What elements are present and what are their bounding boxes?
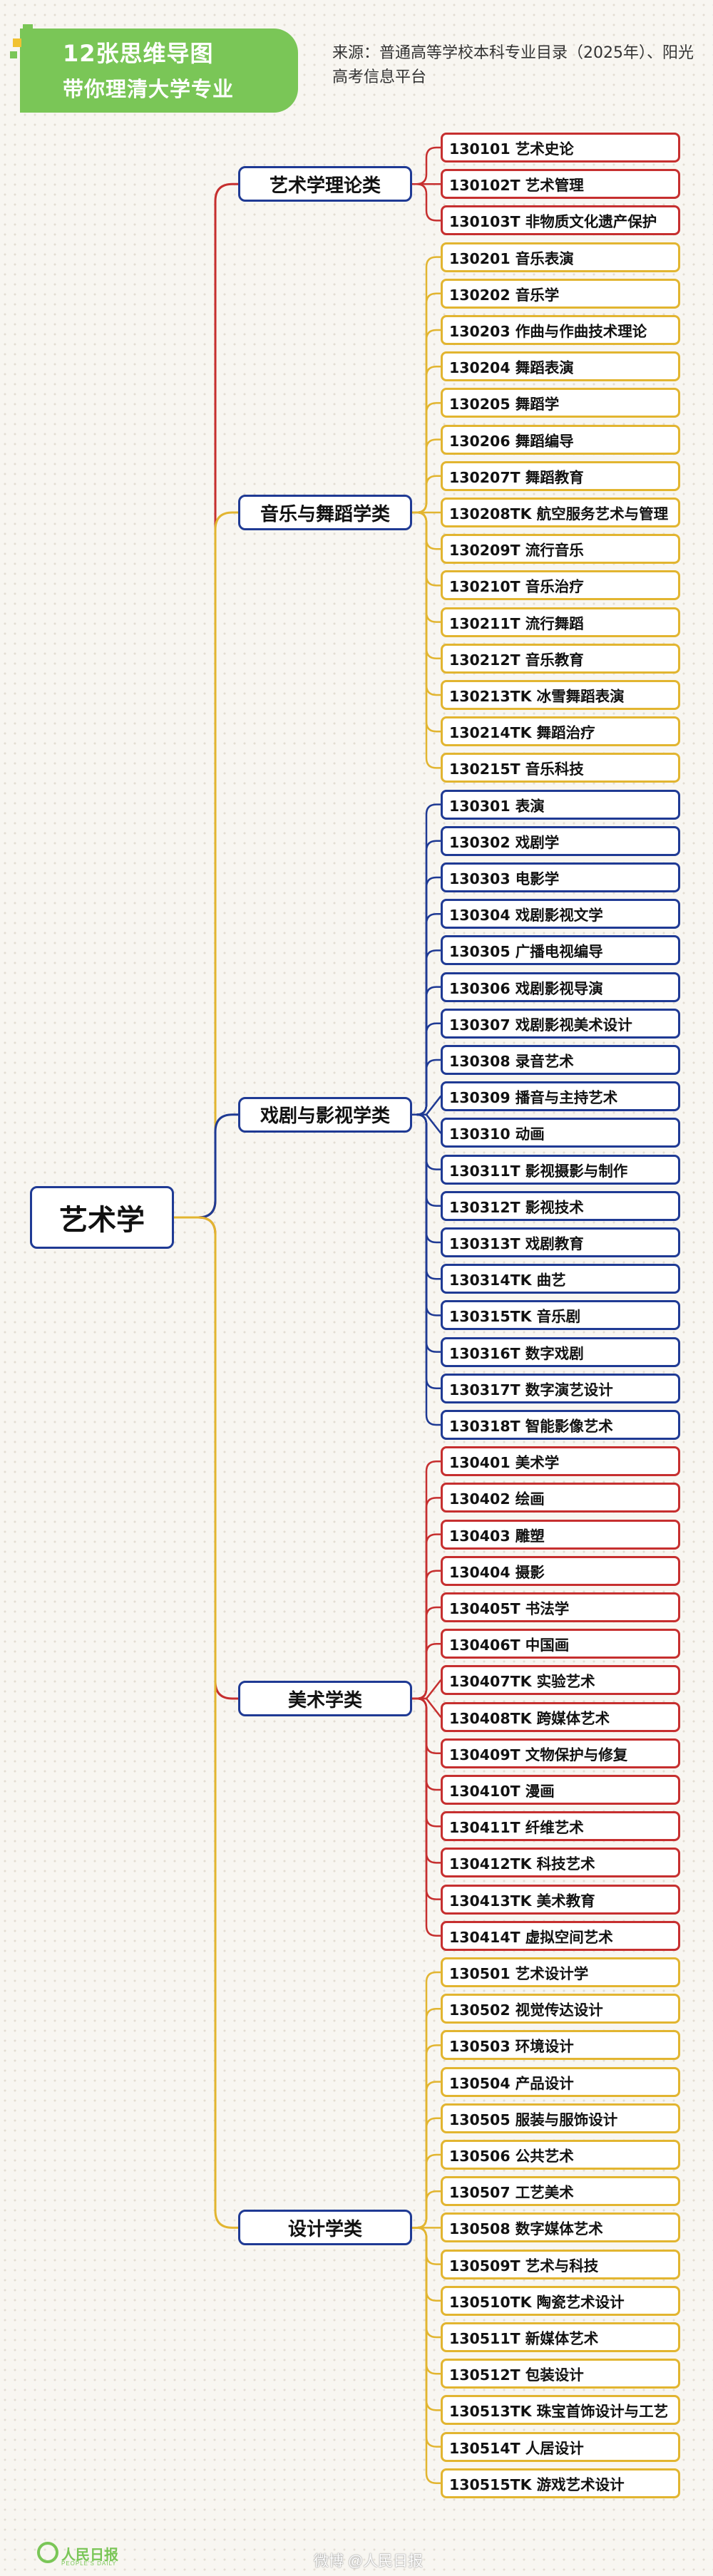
leaf-branch-line: [411, 1642, 442, 1700]
major-node: 130303 电影学: [441, 862, 680, 892]
major-node: 130411T 纤维艺术: [441, 1811, 680, 1842]
root-branch-line: [173, 182, 240, 1219]
leaf-branch-line: [411, 1113, 442, 1426]
major-node: 130413TK 美术教育: [441, 1884, 680, 1915]
major-node: 130414T 虚拟空间艺术: [441, 1920, 680, 1951]
root-branch-line: [173, 1113, 240, 1219]
major-node: 130403 雕塑: [441, 1519, 680, 1550]
category-node: 艺术学理论类: [238, 166, 412, 202]
major-node: 130311T 影视摄影与制作: [441, 1154, 680, 1185]
major-node: 130310 动画: [441, 1118, 680, 1148]
major-node: 130507 工艺美术: [441, 2176, 680, 2207]
major-node: 130103T 非物质文化遗产保护: [441, 205, 680, 236]
major-node: 130304 戏剧影视文学: [441, 899, 680, 929]
major-node: 130408TK 跨媒体艺术: [441, 1701, 680, 1732]
major-node: 130406T 中国画: [441, 1629, 680, 1659]
major-node: 130206 舞蹈编导: [441, 424, 680, 455]
major-node: 130412TK 科技艺术: [441, 1848, 680, 1878]
major-node: 130207T 舞蹈教育: [441, 460, 680, 491]
major-node: 130407TK 实验艺术: [441, 1665, 680, 1696]
major-node: 130201 音乐表演: [441, 242, 680, 272]
major-node: 130309 播音与主持艺术: [441, 1081, 680, 1112]
title-line1: 12张思维导图: [63, 40, 214, 67]
major-node: 130506 公共艺术: [441, 2140, 680, 2170]
logo-text: 人民日报: [61, 2547, 118, 2563]
title-line2: 带你理清大学专业: [63, 77, 235, 101]
major-node: 130102T 艺术管理: [441, 169, 680, 200]
major-node: 130315TK 音乐剧: [441, 1300, 680, 1331]
leaf-branch-line: [411, 1697, 442, 1937]
title-banner: 12张思维导图 带你理清大学专业: [10, 24, 298, 113]
major-node: 130307 戏剧影视美术设计: [441, 1008, 680, 1039]
source-note: 来源：普通高等学校本科专业目录（2025年）、阳光高考信息平台: [332, 44, 694, 86]
major-node: 130511T 新媒体艺术: [441, 2322, 680, 2352]
major-node: 130515TK 游戏艺术设计: [441, 2468, 680, 2498]
major-node: 130505 服装与服饰设计: [441, 2103, 680, 2133]
major-node: 130306 戏剧影视导演: [441, 972, 680, 1002]
category-node: 设计学类: [238, 2210, 412, 2246]
leaf-branch-line: [411, 2227, 442, 2485]
major-node: 130405T 书法学: [441, 1592, 680, 1622]
major-node: 130308 录音艺术: [441, 1045, 680, 1075]
major-node: 130318T 智能影像艺术: [441, 1410, 680, 1440]
major-node: 130513TK 珠宝首饰设计与工艺: [441, 2395, 680, 2426]
major-node: 130212T 音乐教育: [441, 643, 680, 674]
leaf-branch-line: [411, 1058, 442, 1116]
major-node: 130214TK 舞蹈治疗: [441, 716, 680, 747]
major-node: 130409T 文物保护与修复: [441, 1738, 680, 1768]
major-node: 130202 音乐学: [441, 278, 680, 309]
major-node: 130503 环境设计: [441, 2030, 680, 2061]
major-node: 130501 艺术设计学: [441, 1957, 680, 1987]
root-node: 艺术学: [30, 1186, 174, 1249]
major-node: 130213TK 冰雪舞蹈表演: [441, 680, 680, 710]
major-node: 130203 作曲与作曲技术理论: [441, 315, 680, 345]
leaf-branch-line: [411, 475, 442, 514]
major-node: 130215T 音乐科技: [441, 753, 680, 783]
title-decoration-icon: [10, 24, 33, 58]
major-node: 130314TK 曲艺: [441, 1264, 680, 1294]
major-node: 130313T 戏剧教育: [441, 1227, 680, 1257]
major-node: 130401 美术学: [441, 1446, 680, 1477]
category-node: 戏剧与影视学类: [238, 1096, 412, 1133]
major-node: 130508 数字媒体艺术: [441, 2212, 680, 2243]
leaf-branch-line: [411, 182, 442, 222]
major-node: 130410T 漫画: [441, 1775, 680, 1805]
root-branch-line: [173, 511, 240, 1219]
category-node: 音乐与舞蹈学类: [238, 495, 412, 530]
major-node: 130205 舞蹈学: [441, 388, 680, 418]
major-node: 130305 广播电视编导: [441, 935, 680, 966]
major-node: 130210T 音乐治疗: [441, 570, 680, 601]
leaf-branch-line: [411, 2190, 442, 2229]
major-node: 130301 表演: [441, 789, 680, 820]
weibo-watermark: 微博 @人民日报: [314, 2553, 424, 2570]
major-node: 130211T 流行舞蹈: [441, 607, 680, 637]
leaf-branch-line: [411, 511, 442, 769]
major-node: 130101 艺术史论: [441, 133, 680, 163]
major-node: 130209T 流行音乐: [441, 534, 680, 565]
major-node: 130502 视觉传达设计: [441, 1994, 680, 2024]
leaf-branch-line: [411, 146, 442, 185]
major-node: 130402 绘画: [441, 1483, 680, 1513]
logo-mark-icon: [37, 2542, 58, 2563]
major-node: 130512T 包装设计: [441, 2359, 680, 2389]
major-node: 130510TK 陶瓷艺术设计: [441, 2285, 680, 2316]
major-node: 130316T 数字戏剧: [441, 1336, 680, 1367]
root-branch-line: [173, 1216, 240, 2229]
major-node: 130317T 数字演艺设计: [441, 1373, 680, 1403]
major-node: 130302 戏剧学: [441, 825, 680, 856]
root-branch-line: [173, 1216, 240, 1700]
major-node: 130504 产品设计: [441, 2066, 680, 2097]
major-node: 130514T 人居设计: [441, 2431, 680, 2462]
category-node: 美术学类: [238, 1681, 412, 1716]
major-node: 130404 摄影: [441, 1555, 680, 1586]
major-node: 130208TK 航空服务艺术与管理: [441, 498, 680, 527]
major-node: 130204 舞蹈表演: [441, 351, 680, 382]
major-node: 130509T 艺术与科技: [441, 2249, 680, 2279]
people-daily-logo: 人民日报 PEOPLE'S DAILY: [37, 2542, 137, 2570]
major-node: 130312T 影视技术: [441, 1190, 680, 1221]
logo-subtext: PEOPLE'S DAILY: [61, 2560, 117, 2567]
